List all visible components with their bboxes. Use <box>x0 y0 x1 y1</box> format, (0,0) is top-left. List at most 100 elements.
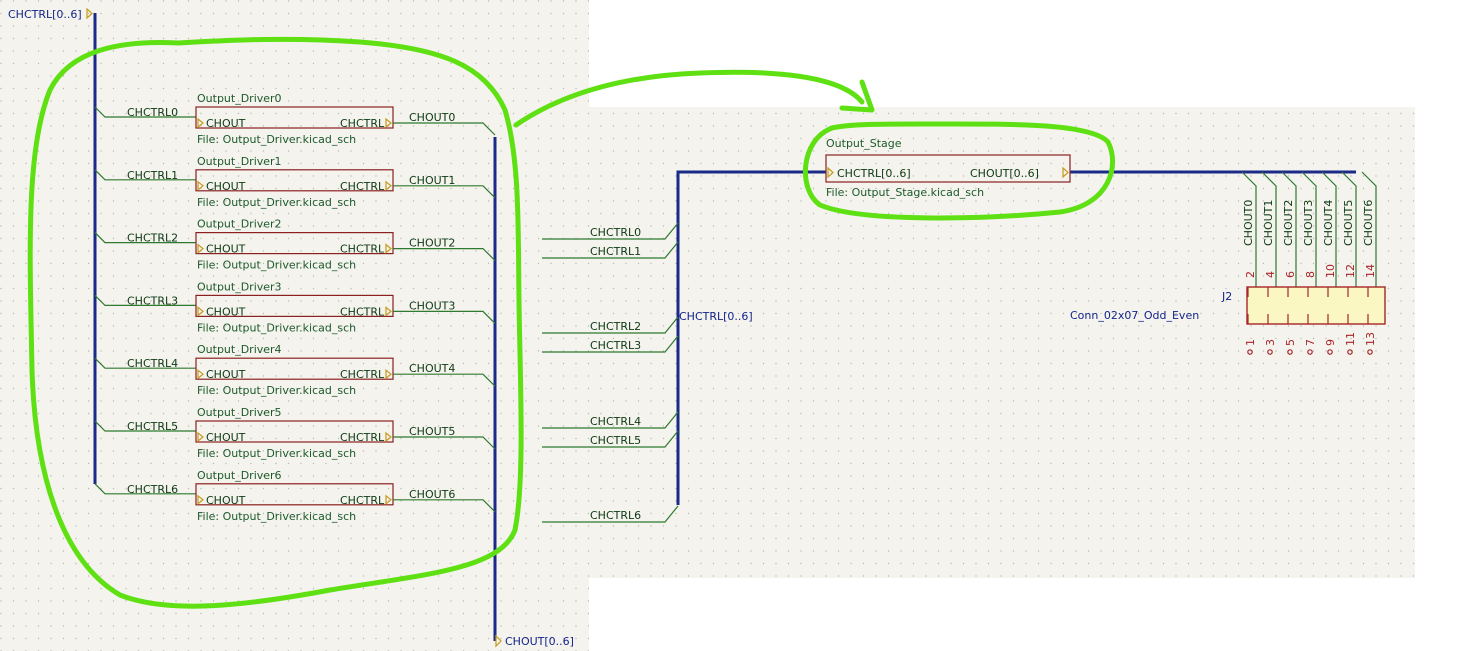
out-net[interactable]: CHOUT0 <box>1241 171 1257 287</box>
net-label-out: CHOUT5 <box>409 425 455 438</box>
net-wire[interactable] <box>1301 171 1317 287</box>
sheet-pin-in: CHOUT <box>206 305 246 318</box>
sheet-name: Output_Driver0 <box>197 92 282 105</box>
net-wire[interactable] <box>94 294 196 306</box>
out-net[interactable]: CHOUT5 <box>1341 171 1357 287</box>
net-wire[interactable] <box>393 185 496 199</box>
net-wire[interactable] <box>393 122 496 136</box>
sheet-box[interactable] <box>195 106 394 129</box>
net-wire[interactable] <box>94 357 196 369</box>
output-stage-box[interactable] <box>825 154 1071 183</box>
net-wire[interactable] <box>393 373 496 387</box>
net-wire[interactable] <box>542 430 679 448</box>
sheet-box[interactable] <box>195 483 394 506</box>
pin-number: 11 <box>1344 332 1357 346</box>
net-wire[interactable] <box>393 248 496 262</box>
out-net[interactable]: CHOUT3 <box>1301 171 1317 287</box>
net-label-in: CHCTRL4 <box>127 357 178 370</box>
sheet-box[interactable] <box>195 420 394 443</box>
sheet-box[interactable] <box>195 357 394 380</box>
no-connect-pin-icon <box>1347 349 1353 355</box>
net-wire[interactable] <box>94 232 196 244</box>
net-wire[interactable] <box>1321 171 1337 287</box>
net-label: CHCTRL6 <box>590 509 641 522</box>
ctrl-bus-label: CHCTRL[0..6] <box>679 310 753 323</box>
net-wire[interactable] <box>94 106 196 118</box>
net-wire[interactable] <box>94 420 196 432</box>
net-label-out: CHOUT0 <box>409 111 455 124</box>
out-net[interactable]: CHOUT2 <box>1281 171 1297 287</box>
bus-in-label: CHCTRL[0..6] <box>8 8 82 21</box>
net-label-out: CHOUT3 <box>409 299 455 312</box>
net-wire[interactable] <box>94 483 196 495</box>
out-net[interactable]: CHOUT6 <box>1361 171 1377 287</box>
highlight-loop-output-stage <box>802 121 1116 221</box>
net-wire[interactable] <box>542 241 679 259</box>
out-net[interactable]: CHOUT1 <box>1261 171 1277 287</box>
pin-number: 3 <box>1264 339 1277 346</box>
net-wire[interactable] <box>94 169 196 181</box>
net-wire[interactable] <box>542 335 679 353</box>
sheet-box[interactable] <box>195 294 394 317</box>
output-stage-sheet[interactable]: Output_Stage CHCTRL[0..6] CHOUT[0..6] Fi… <box>825 137 1071 199</box>
connector-body[interactable] <box>1246 286 1386 325</box>
net-label-out: CHOUT2 <box>409 237 455 250</box>
net-wire[interactable] <box>542 505 679 523</box>
net-wire[interactable] <box>1261 171 1277 287</box>
ctrl-net[interactable]: CHCTRL2 <box>542 316 679 334</box>
sheet-pin-out: CHCTRL <box>340 305 385 318</box>
ctrl-net[interactable]: CHCTRL4 <box>542 411 679 429</box>
net-wire[interactable] <box>542 222 679 240</box>
sheet-name: Output_Driver5 <box>197 406 282 419</box>
sheet-pin-out: CHCTRL <box>340 243 385 256</box>
net-label: CHOUT0 <box>1242 200 1255 246</box>
left-sheet-grid <box>0 0 589 651</box>
net-wire[interactable] <box>542 411 679 429</box>
no-connect-pin-icon <box>1267 349 1273 355</box>
sheet-pin-flag-icon <box>1062 166 1069 179</box>
net-label-in: CHCTRL1 <box>127 169 178 182</box>
ctrl-net[interactable]: CHCTRL6 <box>542 505 679 523</box>
sheet-pin-flag-icon <box>197 180 204 192</box>
net-wire[interactable] <box>1241 171 1257 287</box>
ctrl-net[interactable]: CHCTRL0 <box>542 222 679 240</box>
net-wire[interactable] <box>393 310 496 324</box>
connector-ref: J2 <box>1221 290 1232 303</box>
net-label: CHCTRL3 <box>590 339 641 352</box>
highlight-arrow-head <box>839 79 875 113</box>
pin-number: 10 <box>1324 264 1337 278</box>
sheet-pin-in: CHOUT <box>206 117 246 130</box>
sheet-box[interactable] <box>195 169 394 192</box>
pin-number: 9 <box>1324 339 1337 346</box>
no-connect-pin-icon <box>1247 349 1253 355</box>
net-wire[interactable] <box>393 436 496 450</box>
net-wire[interactable] <box>393 499 496 513</box>
out-net[interactable]: CHOUT4 <box>1321 171 1337 287</box>
ctrl-net[interactable]: CHCTRL5 <box>542 430 679 448</box>
sheet-pin-in: CHOUT <box>206 431 246 444</box>
sheet-box[interactable] <box>195 232 394 255</box>
ctrl-net[interactable]: CHCTRL1 <box>542 241 679 259</box>
net-wire[interactable] <box>1281 171 1297 287</box>
sheet-pin-flag-icon <box>385 306 392 317</box>
bus-in-hier-label[interactable]: CHCTRL[0..6] <box>8 7 93 21</box>
net-wire[interactable] <box>542 316 679 334</box>
net-wire[interactable] <box>1341 171 1357 287</box>
net-wire[interactable] <box>1361 171 1377 287</box>
bus-chctrl-right[interactable] <box>676 170 826 505</box>
left-sheet: CHCTRL[0..6] CHOUT[0..6] CHCTRL0Output_D… <box>8 7 574 648</box>
sheet-file: File: Output_Driver.kicad_sch <box>197 384 356 397</box>
net-label-out: CHOUT1 <box>409 174 455 187</box>
bus-out-hier-label[interactable]: CHOUT[0..6] <box>495 634 574 648</box>
bus-out-label: CHOUT[0..6] <box>505 635 574 648</box>
ctrl-net[interactable]: CHCTRL3 <box>542 335 679 353</box>
net-label: CHCTRL1 <box>590 245 641 258</box>
